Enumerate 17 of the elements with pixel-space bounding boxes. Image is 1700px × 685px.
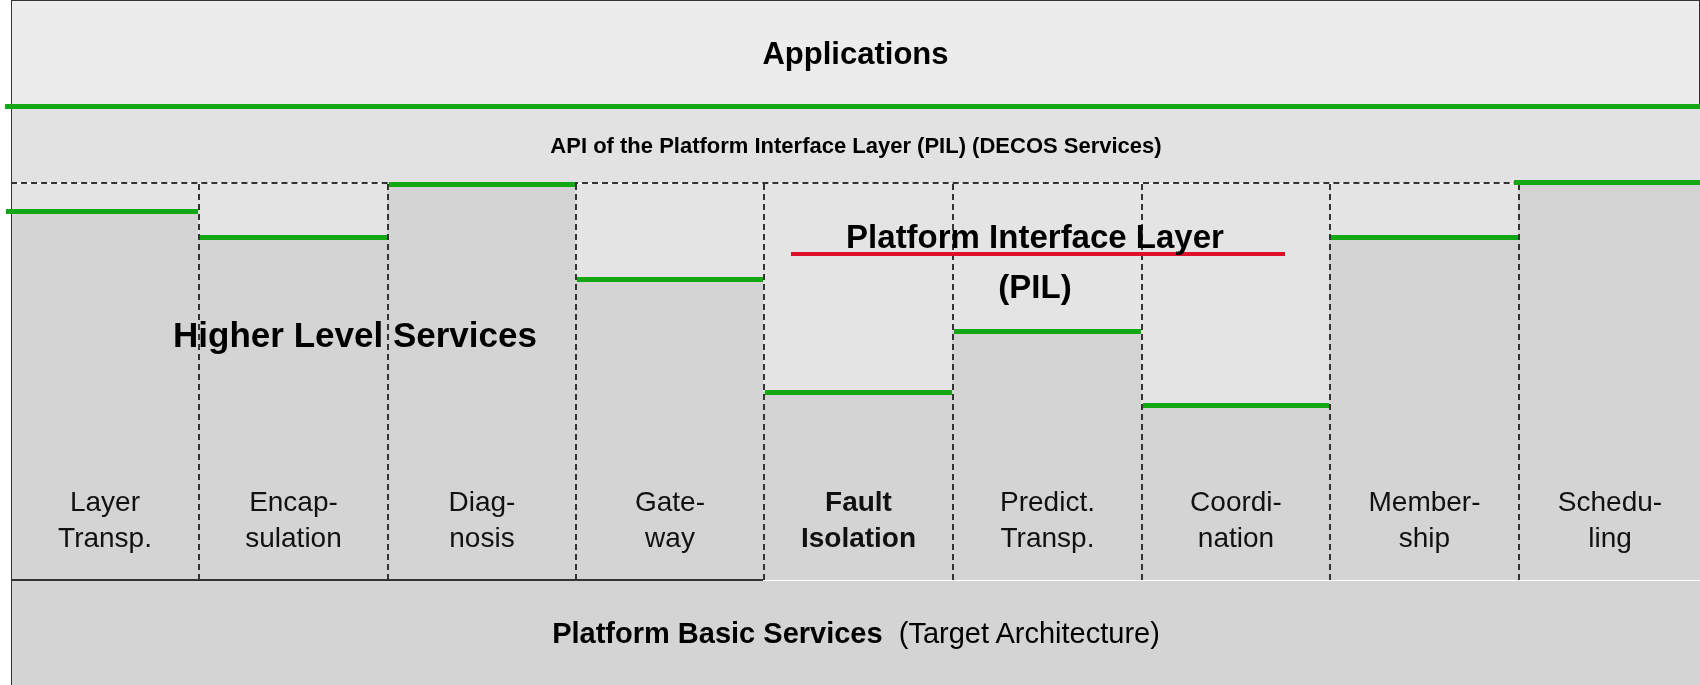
- column-label: Layer Transp.: [58, 485, 152, 555]
- column-label: Predict. Transp.: [1000, 485, 1095, 555]
- column-label: Gate- way: [635, 485, 705, 555]
- applications-band: Applications: [11, 0, 1700, 107]
- service-column: [575, 184, 763, 580]
- service-column: [1329, 184, 1518, 580]
- region-label: Higher Level Services: [172, 315, 538, 355]
- api-band: API of the Platform Interface Layer (PIL) (DECOS Services): [11, 109, 1700, 183]
- column-label: Schedu- ling: [1557, 485, 1663, 555]
- column-label: Fault Isolation: [800, 485, 917, 555]
- column-label: Diag- nosis: [448, 485, 516, 555]
- platform-band: [11, 581, 1700, 685]
- column-label: Member- ship: [1368, 485, 1481, 555]
- column-label: Coordi- nation: [1190, 485, 1282, 555]
- band-label: Platform Basic Services (Target Architecture): [552, 616, 1160, 650]
- service-column: [387, 184, 575, 580]
- column-label: Encap- sulation: [245, 485, 342, 555]
